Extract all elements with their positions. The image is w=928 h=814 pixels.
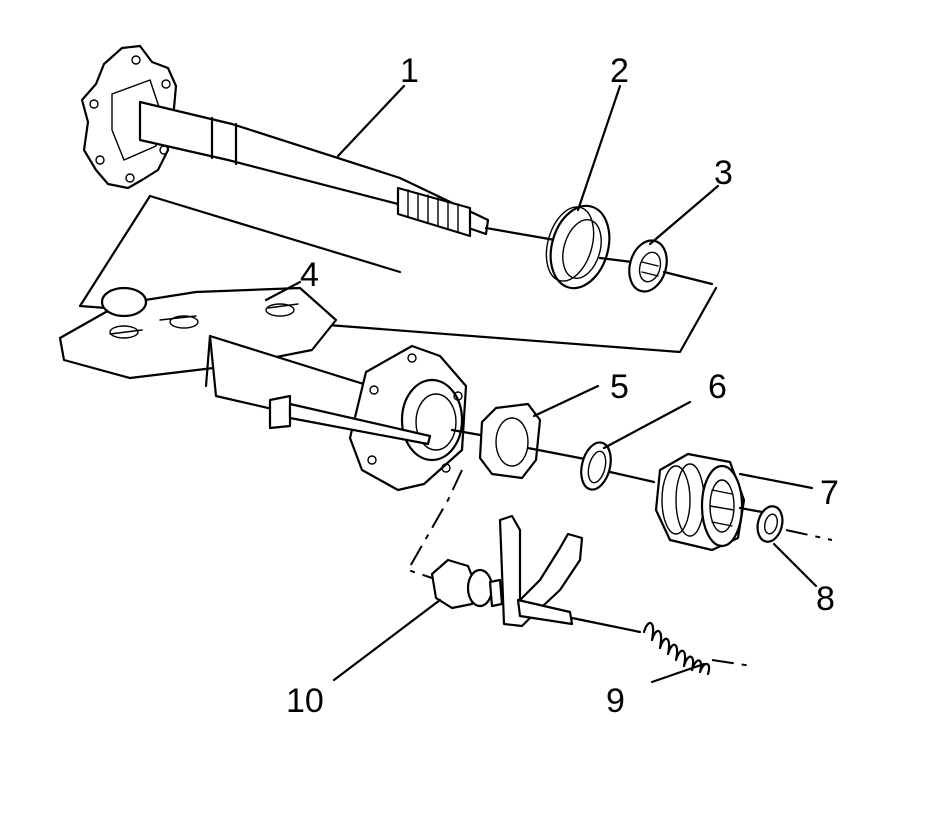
callout-3: 3 <box>714 154 733 192</box>
callout-9: 9 <box>606 682 625 720</box>
shift-fork-part-10 <box>430 514 584 628</box>
leader-lines <box>264 84 818 684</box>
inner-shaft <box>268 394 432 446</box>
callout-labels: 1 2 3 4 5 6 7 8 9 10 <box>286 52 839 720</box>
axle-shaft-part-1 <box>80 44 557 242</box>
callout-4: 4 <box>300 256 319 294</box>
callout-1: 1 <box>400 52 419 90</box>
snap-ring-part-6 <box>580 441 612 491</box>
thrust-washer-part-5 <box>478 402 542 480</box>
alignment-line <box>406 469 463 579</box>
callout-10: 10 <box>286 682 324 720</box>
small-ring-part-8 <box>756 505 784 543</box>
bushing-part-3 <box>628 239 668 293</box>
callout-5: 5 <box>610 368 629 406</box>
callout-8: 8 <box>816 580 835 618</box>
spring-part-9 <box>642 622 711 676</box>
assembly-bracket <box>78 194 718 354</box>
clutch-sleeve-part-7 <box>654 452 746 552</box>
seal-ring-part-2 <box>545 204 611 290</box>
callout-7: 7 <box>820 474 839 512</box>
callout-6: 6 <box>708 368 727 406</box>
axle-tube-part-4 <box>58 286 468 492</box>
callout-2: 2 <box>610 52 629 90</box>
